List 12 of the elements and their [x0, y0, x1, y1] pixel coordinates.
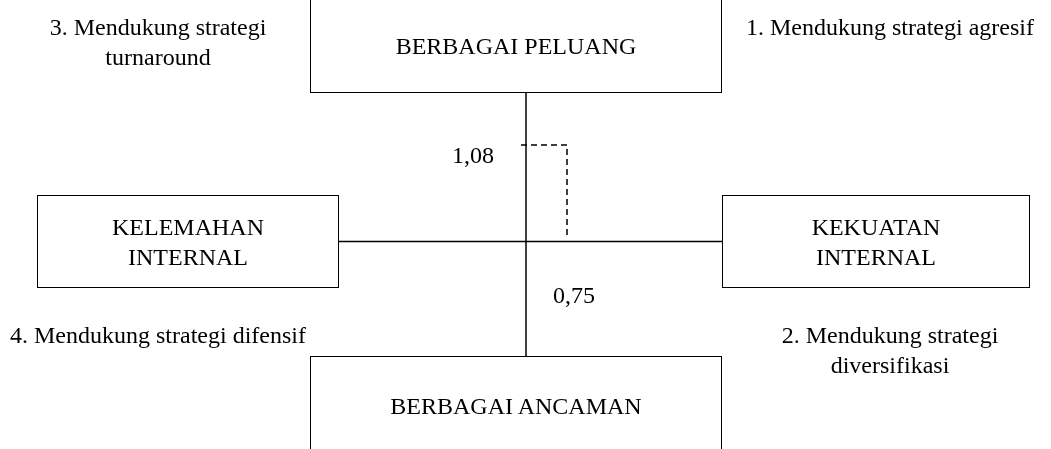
quadrant-axis-box: BERBAGAI PELUANG	[310, 0, 722, 93]
quadrant-label: 4. Mendukung strategi difensif	[9, 321, 307, 350]
quadrant-label: 3. Mendukung strategi turnaround	[48, 13, 268, 72]
quadrant-axis-box: KEKUATAN INTERNAL	[722, 195, 1030, 288]
axis-line	[338, 240, 723, 243]
axis-value: 0,75	[553, 281, 596, 310]
quadrant-axis-box: BERBAGAI ANCAMAN	[310, 356, 722, 449]
quadrant-axis-box: KELEMAHAN INTERNAL	[37, 195, 339, 288]
axis-line	[525, 92, 527, 357]
quadrant-label: 1. Mendukung strategi agresif	[745, 13, 1035, 42]
quadrant-label: 2. Mendukung strategi diversifikasi	[780, 321, 1000, 380]
axis-value: 1,08	[452, 141, 495, 170]
